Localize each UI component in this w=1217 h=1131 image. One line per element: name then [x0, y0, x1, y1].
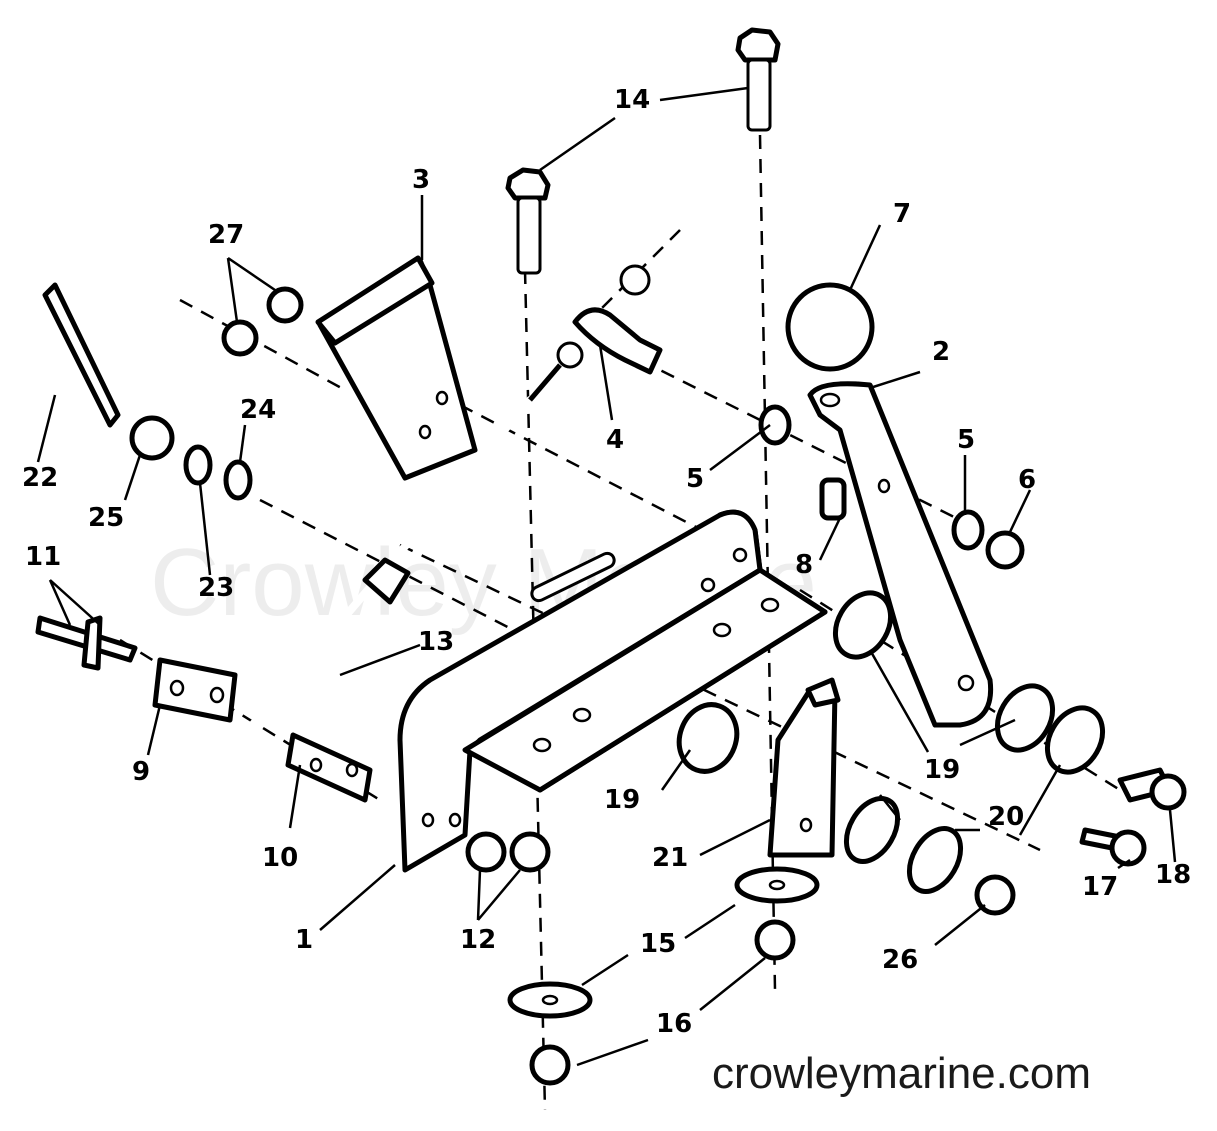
- website-url: crowleymarine.com: [712, 1049, 1091, 1098]
- callout-19a: 19: [604, 785, 640, 815]
- right-hardware: [676, 404, 1187, 916]
- lever-arm: [807, 381, 994, 728]
- callout-8: 8: [795, 550, 813, 580]
- knob: [785, 282, 875, 372]
- cable-anchor-parts: [35, 615, 373, 803]
- leader-lines: [36, 86, 1177, 1067]
- callout-11: 11: [25, 542, 61, 572]
- washers-15-nuts-16: [507, 866, 820, 1086]
- callout-19b: 19: [924, 755, 960, 785]
- callout-18: 18: [1155, 860, 1191, 890]
- callout-26: 26: [882, 945, 918, 975]
- callout-7: 7: [893, 199, 911, 229]
- main-bracket: [397, 509, 828, 873]
- callout-5b: 5: [957, 425, 975, 455]
- callout-21: 21: [652, 843, 688, 873]
- callout-27: 27: [208, 220, 244, 250]
- callout-23: 23: [198, 573, 234, 603]
- callouts: 1 2 3 4 5 5 6 7 8 9 10 11 12 13 14 15 16…: [22, 85, 1191, 1039]
- callout-14: 14: [614, 85, 650, 115]
- callout-4: 4: [606, 425, 624, 455]
- cable-end: [556, 264, 663, 375]
- callout-13: 13: [418, 627, 454, 657]
- callout-2: 2: [932, 337, 950, 367]
- callout-15: 15: [640, 929, 676, 959]
- callout-25: 25: [88, 503, 124, 533]
- callout-3: 3: [412, 165, 430, 195]
- nuts-27: [221, 286, 304, 357]
- left-hardware: [42, 282, 253, 501]
- callout-17: 17: [1082, 872, 1118, 902]
- bolt-14-left: [505, 167, 551, 275]
- control-cable: [116, 363, 562, 884]
- callout-1: 1: [295, 925, 313, 955]
- bolt-14-right: [735, 27, 781, 132]
- callout-6: 6: [1018, 465, 1036, 495]
- cover-plate: [315, 255, 478, 481]
- callout-24: 24: [240, 395, 276, 425]
- callout-10: 10: [262, 843, 298, 873]
- callout-12: 12: [460, 925, 496, 955]
- callout-22: 22: [22, 463, 58, 493]
- callout-20: 20: [988, 802, 1024, 832]
- nuts-12: [465, 831, 551, 873]
- callout-5a: 5: [686, 464, 704, 494]
- callout-16: 16: [656, 1009, 692, 1039]
- callout-9: 9: [132, 757, 150, 787]
- lock-plate-21: [767, 677, 841, 858]
